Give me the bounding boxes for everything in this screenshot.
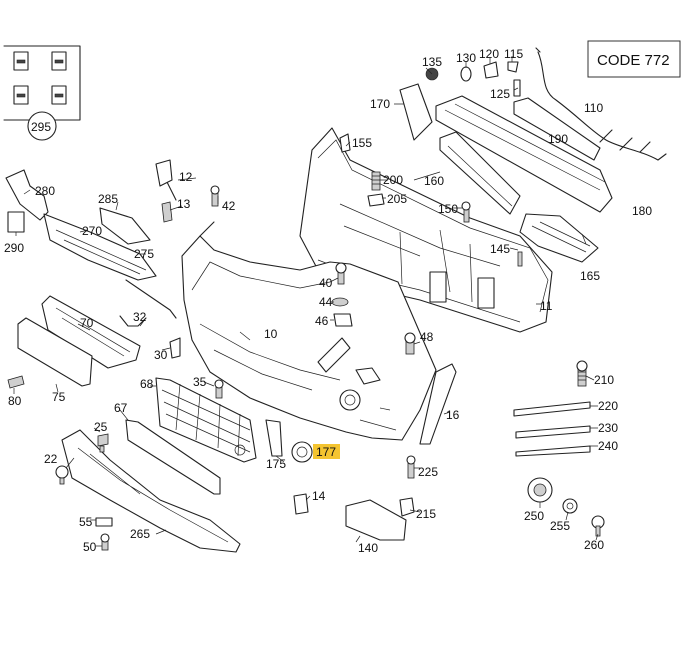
label-67: 67 xyxy=(114,401,128,415)
label-240: 240 xyxy=(598,439,618,453)
side-trim xyxy=(419,363,457,445)
label-225: 225 xyxy=(418,465,438,479)
right-side-parts xyxy=(513,360,605,537)
label-48: 48 xyxy=(420,330,434,344)
label-120: 120 xyxy=(479,47,499,61)
clip-kit-box xyxy=(3,45,81,141)
label-16: 16 xyxy=(446,408,460,422)
label-42: 42 xyxy=(222,199,236,213)
part-177-ring xyxy=(291,441,313,463)
label-80: 80 xyxy=(8,394,22,408)
label-220: 220 xyxy=(598,399,618,413)
label-200: 200 xyxy=(383,173,403,187)
label-285: 285 xyxy=(98,192,118,206)
label-250: 250 xyxy=(524,509,544,523)
highlight-box xyxy=(313,444,340,459)
label-22: 22 xyxy=(44,452,58,466)
label-11: 11 xyxy=(540,299,553,313)
label-32: 32 xyxy=(133,310,147,324)
label-12: 12 xyxy=(179,170,193,184)
label-75: 75 xyxy=(52,390,66,404)
label-25: 25 xyxy=(94,420,108,434)
label-130: 130 xyxy=(456,51,476,65)
label-125: 125 xyxy=(490,87,510,101)
label-170: 170 xyxy=(370,97,390,111)
label-10: 10 xyxy=(264,327,278,341)
left-grilles xyxy=(17,295,141,387)
label-135: 135 xyxy=(422,55,442,69)
label-145: 145 xyxy=(490,242,510,256)
label-50: 50 xyxy=(83,540,97,554)
label-270: 270 xyxy=(82,224,102,238)
lower-grilles xyxy=(125,377,257,495)
label-160: 160 xyxy=(424,174,444,188)
label-46: 46 xyxy=(315,314,329,328)
label-275: 275 xyxy=(134,247,154,261)
part-labels: 295 135 130 120 115 125 170 110 190 155 … xyxy=(4,47,652,555)
label-165: 165 xyxy=(580,269,600,283)
code-box: CODE 772 xyxy=(587,40,681,78)
label-35: 35 xyxy=(193,375,207,389)
label-175: 175 xyxy=(266,457,286,471)
label-155: 155 xyxy=(352,136,372,150)
label-40: 40 xyxy=(319,276,333,290)
label-295: 295 xyxy=(31,120,51,134)
label-205: 205 xyxy=(387,192,407,206)
label-230: 230 xyxy=(598,421,618,435)
fasteners xyxy=(7,133,523,551)
label-210: 210 xyxy=(594,373,614,387)
leader-lines xyxy=(13,56,599,547)
label-44: 44 xyxy=(319,295,333,309)
code-label: CODE 772 xyxy=(597,52,670,69)
label-140: 140 xyxy=(358,541,378,555)
label-177: 177 xyxy=(316,445,336,459)
label-13: 13 xyxy=(177,197,191,211)
wiring-harness xyxy=(535,47,667,161)
label-55: 55 xyxy=(79,515,93,529)
label-70: 70 xyxy=(80,316,94,330)
label-14: 14 xyxy=(312,489,326,503)
left-brackets xyxy=(5,169,177,319)
lower-guard xyxy=(61,429,241,553)
label-68: 68 xyxy=(140,377,154,391)
label-190: 190 xyxy=(548,132,568,146)
label-290: 290 xyxy=(4,241,24,255)
bumper-cover xyxy=(159,167,437,441)
label-115: 115 xyxy=(504,47,523,61)
label-110: 110 xyxy=(584,101,603,115)
upper-absorbers xyxy=(399,83,613,263)
label-180: 180 xyxy=(632,204,652,218)
label-150: 150 xyxy=(438,202,458,216)
label-260: 260 xyxy=(584,538,604,552)
label-215: 215 xyxy=(416,507,436,521)
label-265: 265 xyxy=(130,527,150,541)
label-30: 30 xyxy=(154,348,168,362)
label-255: 255 xyxy=(550,519,570,533)
label-280: 280 xyxy=(35,184,55,198)
